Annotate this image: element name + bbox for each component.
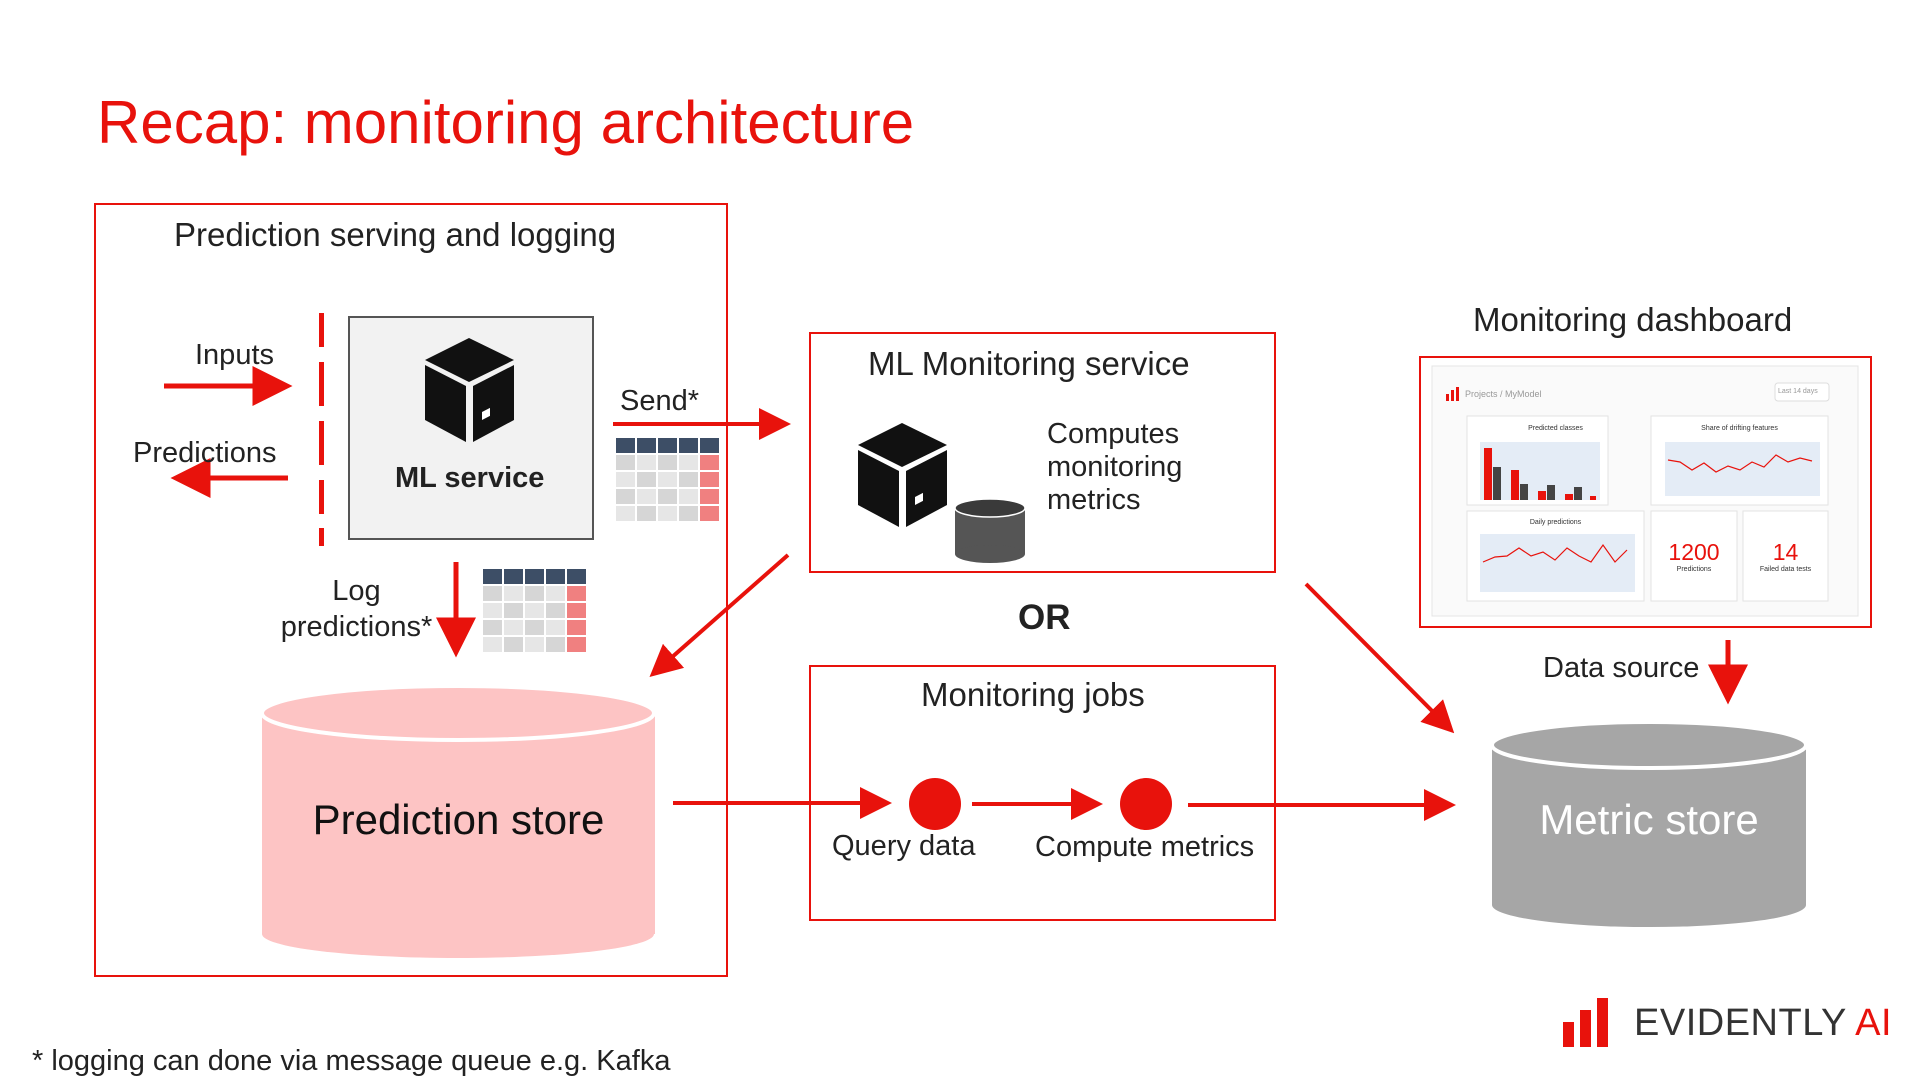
monitoring-service-title: ML Monitoring service: [868, 345, 1190, 382]
log-table-icon-grid: [483, 569, 586, 656]
brand-logo: EVIDENTLY AI: [1634, 1002, 1892, 1045]
serving-box: [94, 203, 728, 977]
box-icon: [425, 338, 514, 442]
serving-title: Prediction serving and logging: [174, 216, 617, 253]
panel-daily-title: Daily predictions: [1529, 519, 1582, 526]
prediction-store-label: Prediction store: [312, 796, 605, 843]
brand-name: EVIDENTLY: [1634, 1002, 1847, 1044]
evidently-logo-icon: [1563, 998, 1608, 1047]
or-label: OR: [1018, 598, 1071, 637]
prediction-store-cylinder: [260, 684, 656, 958]
metric-predictions-label: Predictions: [1676, 566, 1712, 573]
metric-failed-tests-value: 14: [1772, 539, 1799, 565]
box-icon-monitoring: [858, 423, 947, 527]
data-source-label: Data source: [1543, 652, 1700, 684]
panel-predicted-classes-title: Predicted classes: [1528, 425, 1583, 432]
slide-title: Recap: monitoring architecture: [97, 89, 915, 156]
monitoring-jobs-box: [809, 665, 1276, 921]
brand-suffix: AI: [1855, 1002, 1893, 1044]
ml-service-label: ML service: [395, 462, 545, 494]
metric-failed-tests-label: Failed data tests: [1759, 566, 1812, 573]
dashboard-box: [1419, 356, 1872, 628]
predictions-label: Predictions: [133, 437, 277, 469]
send-label: Send*: [620, 385, 700, 417]
query-data-label: Query data: [832, 830, 976, 862]
service-to-metric-arrow: [1304, 582, 1455, 734]
service-to-store-arrow: [649, 553, 790, 677]
panel-drifting-title: Share of drifting features: [1701, 425, 1778, 432]
metric-store-cylinder: [1490, 720, 1808, 927]
metric-predictions-value: 1200: [1668, 539, 1720, 565]
dashboard-breadcrumb: Projects / MyModel: [1465, 389, 1542, 399]
send-table-icon-grid: [616, 438, 719, 525]
metric-store-label: Metric store: [1539, 796, 1759, 843]
log-predictions-label: Log predictions*: [280, 575, 433, 643]
query-data-dot: [909, 778, 961, 830]
monitoring-service-description: Computes monitoring metrics: [1047, 418, 1183, 516]
database-icon: [954, 498, 1026, 563]
compute-metrics-label: Compute metrics: [1035, 831, 1255, 863]
compute-metrics-dot: [1120, 778, 1172, 830]
footnote: * logging can done via message queue e.g…: [32, 1045, 671, 1077]
monitoring-jobs-title: Monitoring jobs: [921, 676, 1145, 713]
inputs-label: Inputs: [195, 339, 274, 371]
dashboard-range: Last 14 days: [1778, 388, 1818, 395]
dashboard-title: Monitoring dashboard: [1473, 301, 1793, 338]
monitoring-service-box: [809, 332, 1276, 573]
service-boundary-line: [319, 313, 324, 546]
dashboard-preview: [1431, 365, 1859, 617]
